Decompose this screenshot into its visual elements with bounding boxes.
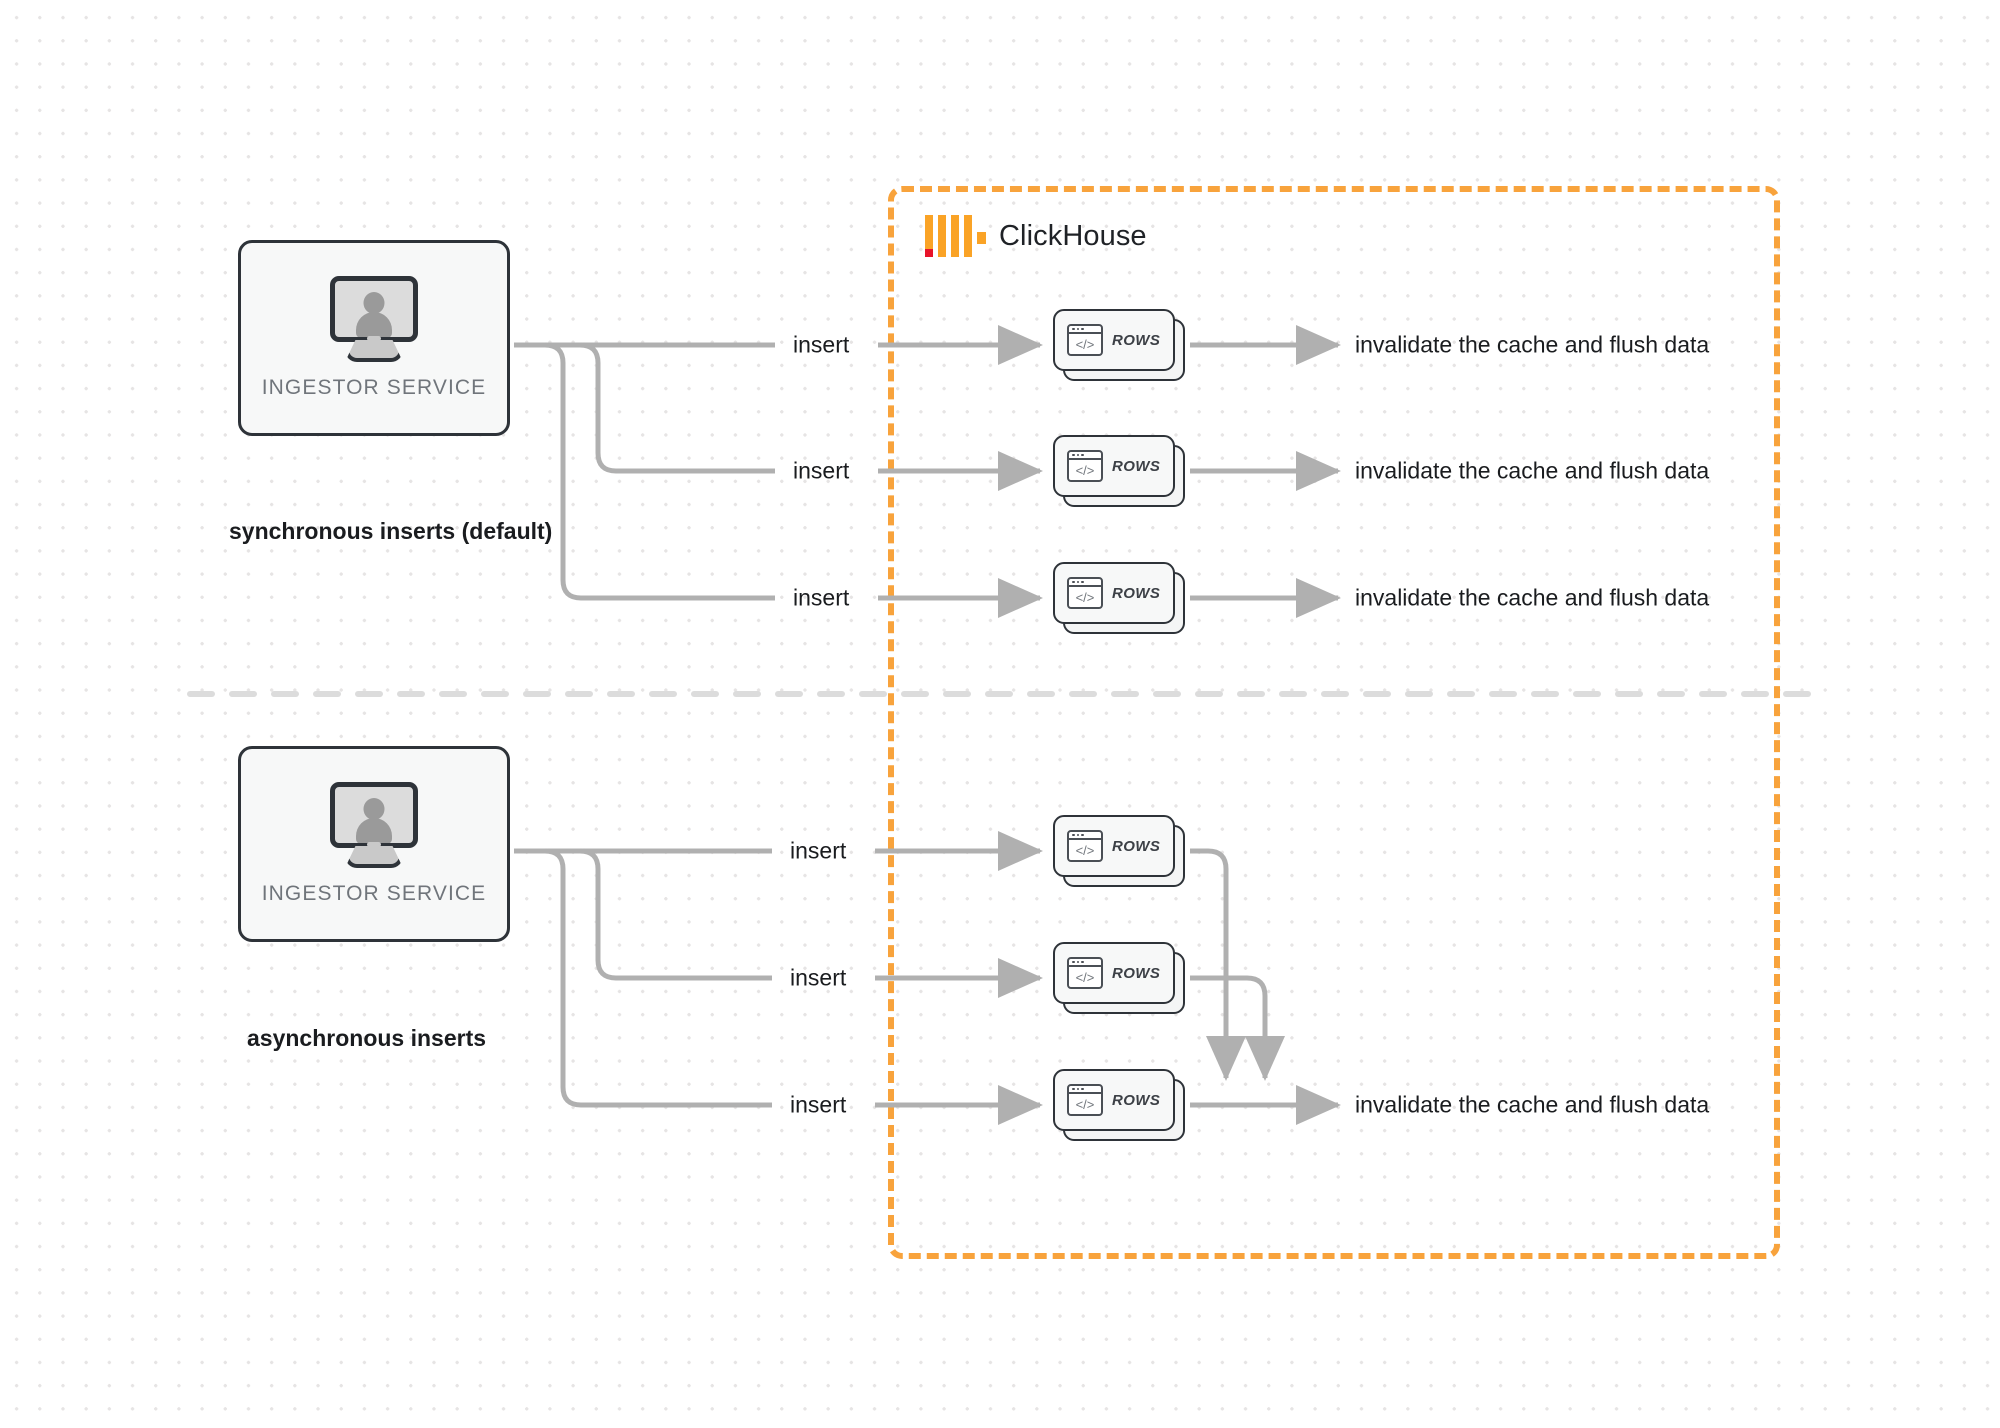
rows-card-label: ROWS	[1112, 584, 1161, 602]
code-window-icon: </>	[1067, 450, 1103, 482]
caption-synchronous: synchronous inserts (default)	[229, 518, 553, 544]
ingestor-service-label-async: INGESTOR SERVICE	[261, 882, 487, 905]
clickhouse-wordmark: ClickHouse	[999, 219, 1147, 252]
rows-card-sync-2[interactable]: </> ROWS	[1053, 435, 1185, 507]
insert-label-sync-3: insert	[793, 584, 850, 611]
caption-asynchronous: asynchronous inserts	[247, 1025, 487, 1051]
rows-card-async-3[interactable]: </> ROWS	[1053, 1069, 1185, 1141]
insert-label-async-2: insert	[790, 964, 847, 991]
output-label-sync-2: invalidate the cache and flush data	[1355, 457, 1710, 484]
wire-sync-fanout-2	[514, 342, 775, 474]
code-window-icon: </>	[1067, 324, 1103, 356]
wire-sync-fanout-3	[514, 342, 775, 601]
clickhouse-region-boundary	[888, 186, 1780, 1259]
clickhouse-brand: ClickHouse	[925, 215, 1147, 257]
rows-card-label: ROWS	[1112, 457, 1161, 475]
output-label-sync-3: invalidate the cache and flush data	[1355, 584, 1710, 611]
ingestor-service-sync[interactable]: INGESTOR SERVICE	[238, 240, 510, 436]
clickhouse-logo-icon	[925, 215, 986, 257]
rows-card-label: ROWS	[1112, 964, 1161, 982]
wire-async-fanout-3	[514, 848, 772, 1108]
rows-card-async-1[interactable]: </> ROWS	[1053, 815, 1185, 887]
rows-card-label: ROWS	[1112, 331, 1161, 349]
code-window-icon: </>	[1067, 577, 1103, 609]
wire-async-fanout-2	[514, 848, 772, 981]
monitor-user-icon	[326, 276, 422, 362]
output-label-sync-1: invalidate the cache and flush data	[1355, 331, 1710, 358]
code-window-icon: </>	[1067, 1084, 1103, 1116]
output-label-async: invalidate the cache and flush data	[1355, 1091, 1710, 1118]
insert-label-sync-1: insert	[793, 331, 850, 358]
rows-card-sync-3[interactable]: </> ROWS	[1053, 562, 1185, 634]
insert-label-sync-2: insert	[793, 457, 850, 484]
rows-card-async-2[interactable]: </> ROWS	[1053, 942, 1185, 1014]
ingestor-service-async[interactable]: INGESTOR SERVICE	[238, 746, 510, 942]
rows-card-label: ROWS	[1112, 837, 1161, 855]
insert-label-async-1: insert	[790, 837, 847, 864]
monitor-user-icon	[326, 782, 422, 868]
code-window-icon: </>	[1067, 830, 1103, 862]
rows-card-label: ROWS	[1112, 1091, 1161, 1109]
rows-card-sync-1[interactable]: </> ROWS	[1053, 309, 1185, 381]
code-window-icon: </>	[1067, 957, 1103, 989]
insert-label-async-3: insert	[790, 1091, 847, 1118]
ingestor-service-label-sync: INGESTOR SERVICE	[261, 376, 487, 399]
